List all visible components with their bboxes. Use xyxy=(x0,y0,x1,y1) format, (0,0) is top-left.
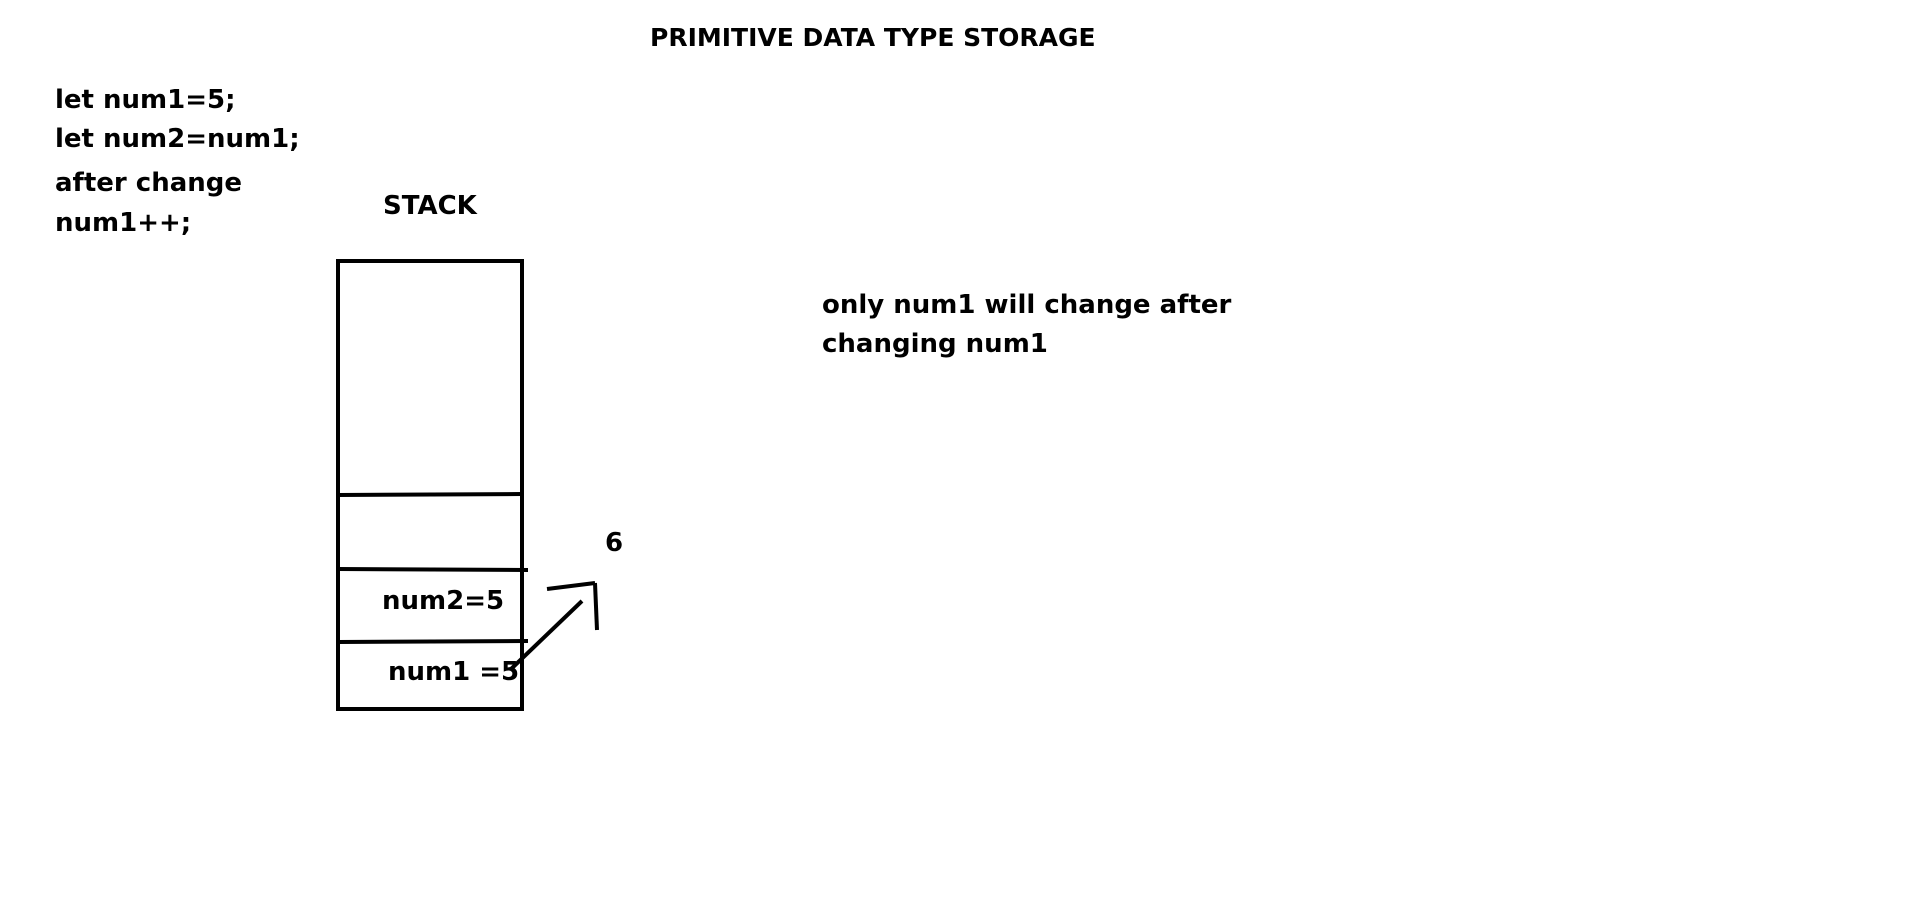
stack-divider-middle xyxy=(337,567,529,572)
arrow-head-left xyxy=(546,581,596,591)
stack-divider-bottom xyxy=(337,639,529,644)
stack-label: STACK xyxy=(383,191,477,221)
new-value-label: 6 xyxy=(605,528,624,558)
note-line-1: only num1 will change after xyxy=(822,290,1232,320)
arrow-shaft xyxy=(508,599,584,672)
note-line-2: changing num1 xyxy=(822,329,1048,359)
code-line-declare-num1: let num1=5; xyxy=(55,85,236,115)
stack-cell-num1: num1 =5 xyxy=(388,657,520,687)
code-line-assign-num2: let num2=num1; xyxy=(55,124,300,154)
arrow-head-right xyxy=(593,582,599,631)
page-title: PRIMITIVE DATA TYPE STORAGE xyxy=(650,23,1096,52)
code-line-after-change: after change xyxy=(55,168,243,198)
stack-outline xyxy=(336,259,524,711)
code-line-increment-num1: num1++; xyxy=(55,208,192,238)
stack-cell-num2: num2=5 xyxy=(382,586,505,616)
stack-divider-top xyxy=(337,492,523,497)
